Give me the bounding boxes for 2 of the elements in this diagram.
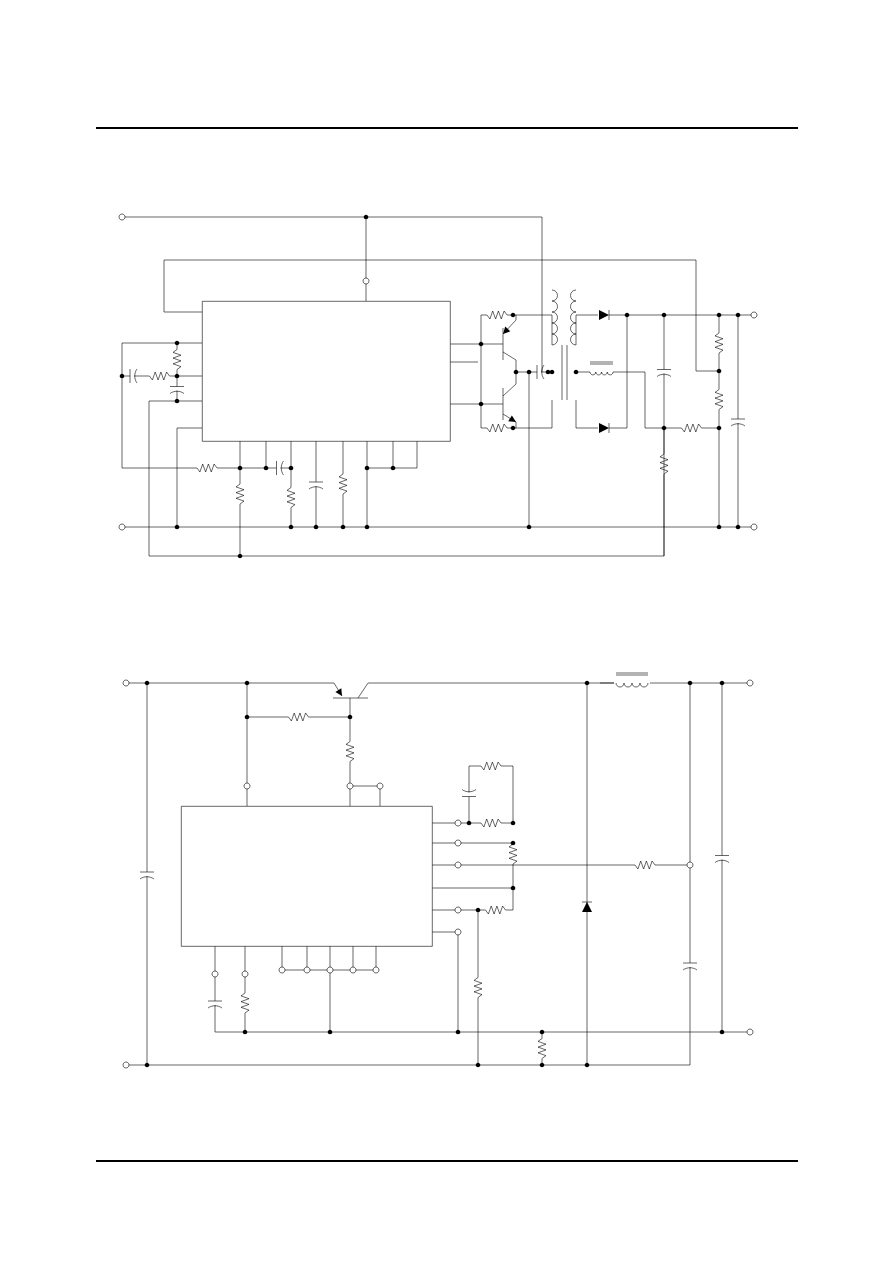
- ic-box: [202, 301, 451, 442]
- ic-box: [181, 806, 433, 947]
